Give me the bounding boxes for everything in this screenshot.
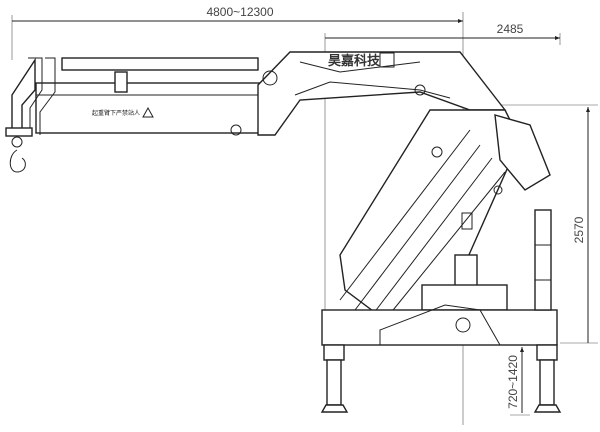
person-logo-icon [379,52,395,68]
folded-arm [339,109,551,321]
outrigger-dimension-label: 720~1420 [506,355,520,409]
reach-dimension-label: 4800~12300 [206,5,273,19]
warning-triangle-icon [142,106,154,118]
dimension-height: 2570 [500,104,598,344]
width-dimension-label: 2485 [497,22,524,36]
main-boom: 昊嘉科技 [257,51,507,136]
crane-base [320,209,562,413]
dimension-outrigger: 720~1420 [506,347,530,416]
height-dimension-label: 2570 [572,216,586,243]
telescopic-boom: 起重臂下严禁站人 [5,57,277,173]
warning-label: 起重臂下严禁站人 [92,109,140,117]
ladder [534,209,552,311]
brand-label: 昊嘉科技 [328,53,381,68]
